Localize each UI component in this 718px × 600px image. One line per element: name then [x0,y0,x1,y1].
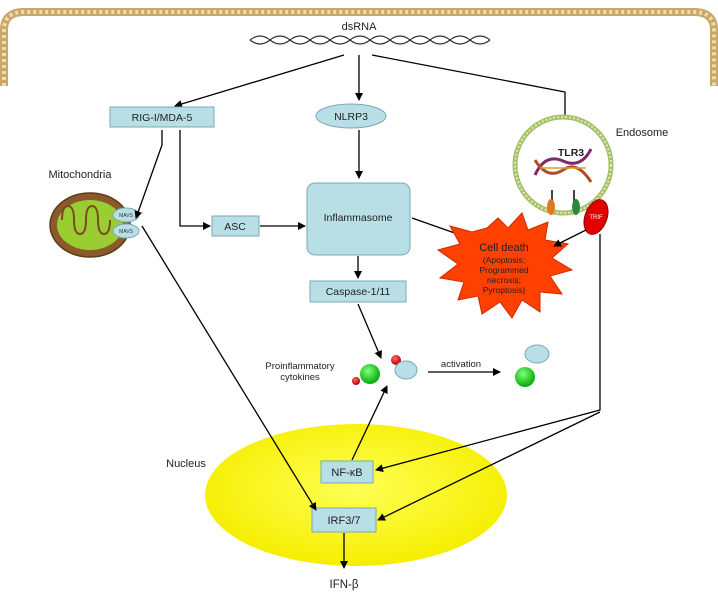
nlrp3-label: NLRP3 [334,111,368,123]
arrow-dsrna-to-rig [174,54,345,108]
caspase-label: Caspase-1/11 [326,286,391,298]
mitochondria: MAVS MAVS [49,192,140,258]
arrow-trif-to-nfkb [375,234,601,473]
cytokine-cluster [352,355,418,385]
cell-death-line4: Pyroptosis) [483,285,526,295]
rig-mda5-box: RIG-I/MDA-5 [109,106,215,128]
activation-label: activation [441,359,481,370]
caspase-box: Caspase-1/11 [309,280,407,303]
rig-mda5-label: RIG-I/MDA-5 [132,112,193,124]
endosome: Endosome TLR3 [512,114,669,216]
dsrna-helix [249,35,491,45]
mitochondria-label: Mitochondria [49,169,113,181]
proinflammatory-line2: cytokines [280,372,320,383]
arrow-caspase-to-cytokines [357,303,382,359]
cell-death-line3: necrosis; [487,275,521,285]
tlr3-label: TLR3 [558,147,584,159]
arrow-rig-to-mavs [134,130,163,219]
mavs-bottom-label: MAVS [119,229,133,235]
cell-membrane [0,8,718,86]
cell-death-line2: Programmed [479,265,528,275]
cell-death-title: Cell death [479,242,529,254]
arrow-nfkb-to-cytokines [351,385,388,461]
nlrp3-node: NLRP3 [315,103,387,129]
inflammasome-label: Inflammasome [324,212,393,224]
irf-box: IRF3/7 [311,507,377,533]
endosome-label: Endosome [616,127,669,139]
arrow-trif-to-cell-death [553,229,587,247]
asc-box: ASC [211,215,260,237]
nfkb-label: NF-κB [331,467,362,479]
arrow-rig-to-asc [179,130,211,230]
ifn-label: IFN-β [330,579,359,591]
arrow-trif-to-irf [377,411,601,521]
activated-cytokines [515,344,550,387]
asc-label: ASC [224,221,246,233]
tlr3-receptor [533,148,593,215]
inflammasome-box: Inflammasome [306,182,411,256]
trif-node: TRIF [583,199,609,235]
nucleus-label: Nucleus [166,458,206,470]
dsrna-label: dsRNA [342,21,378,33]
proinflammatory-line1: Proinflammatory [265,361,334,372]
mavs-top-label: MAVS [119,213,133,219]
irf-label: IRF3/7 [327,515,360,527]
trif-label: TRIF [589,215,603,221]
nfkb-box: NF-κB [320,460,374,484]
cell-death-line1: (Apoptosis; [483,255,526,265]
nucleus [205,424,507,566]
cell-death-burst: Cell death (Apoptosis; Programmed necros… [436,212,574,319]
arrow-dsrna-to-tlr3 [371,54,569,134]
arrow-mavs-to-irf [141,225,317,511]
